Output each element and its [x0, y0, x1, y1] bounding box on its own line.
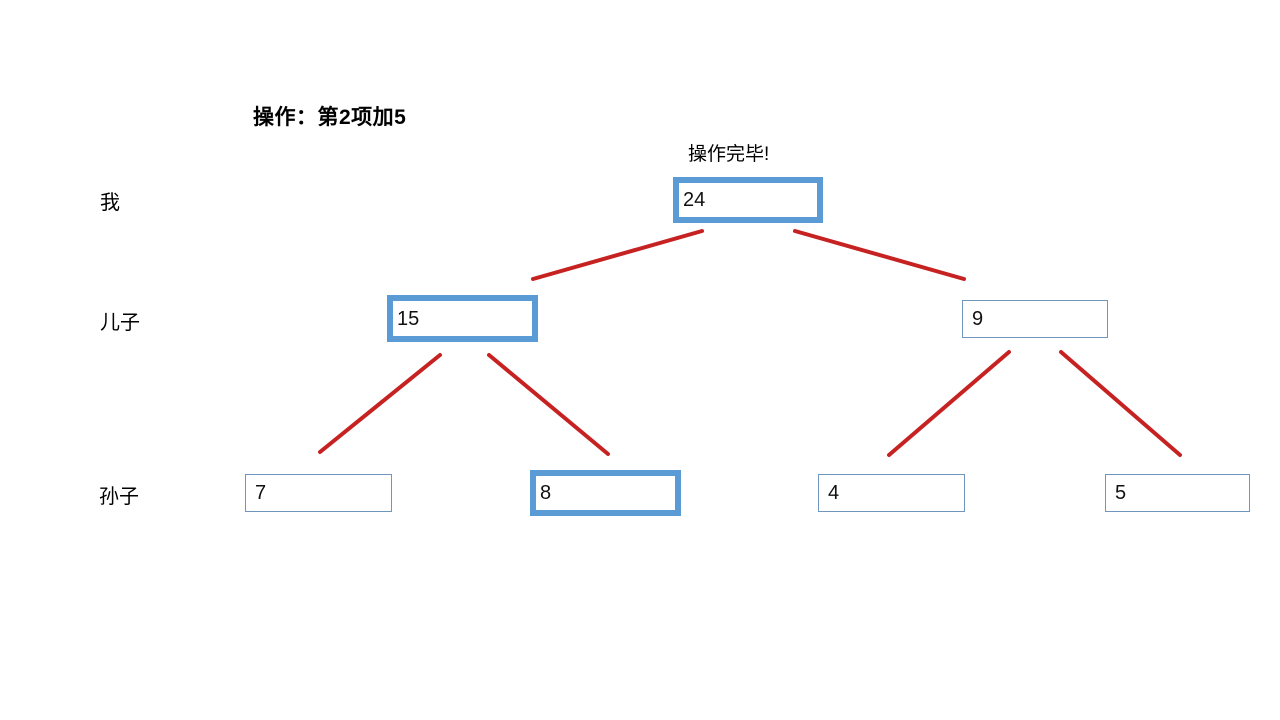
edge-root-to-right-child — [793, 229, 966, 281]
operation-title: 操作：第2项加5 — [253, 106, 407, 129]
node-left-child[interactable]: 15 — [387, 295, 538, 342]
edge-left-child-to-leaf2 — [487, 353, 610, 456]
node-leaf-4[interactable]: 5 — [1105, 474, 1250, 512]
node-root-value: 24 — [683, 189, 706, 211]
node-leaf-3[interactable]: 4 — [818, 474, 965, 512]
node-leaf-2[interactable]: 8 — [530, 470, 681, 516]
node-right-child-value: 9 — [972, 308, 984, 330]
node-leaf-2-value: 8 — [540, 482, 552, 504]
edge-root-to-left-child — [531, 229, 704, 281]
node-root[interactable]: 24 — [673, 177, 823, 223]
row-label-me: 我 — [100, 192, 120, 214]
node-right-child[interactable]: 9 — [962, 300, 1108, 338]
edge-right-child-to-leaf3 — [887, 350, 1011, 457]
row-label-son: 儿子 — [100, 312, 140, 334]
node-left-child-value: 15 — [397, 307, 420, 330]
node-leaf-3-value: 4 — [828, 482, 840, 504]
row-label-grandson: 孙子 — [99, 486, 139, 508]
node-leaf-1-value: 7 — [255, 482, 267, 504]
status-note: 操作完毕! — [688, 144, 770, 165]
node-leaf-1[interactable]: 7 — [245, 474, 392, 512]
edge-right-child-to-leaf4 — [1059, 350, 1182, 457]
node-leaf-4-value: 5 — [1115, 482, 1127, 504]
edge-left-child-to-leaf1 — [318, 353, 442, 454]
